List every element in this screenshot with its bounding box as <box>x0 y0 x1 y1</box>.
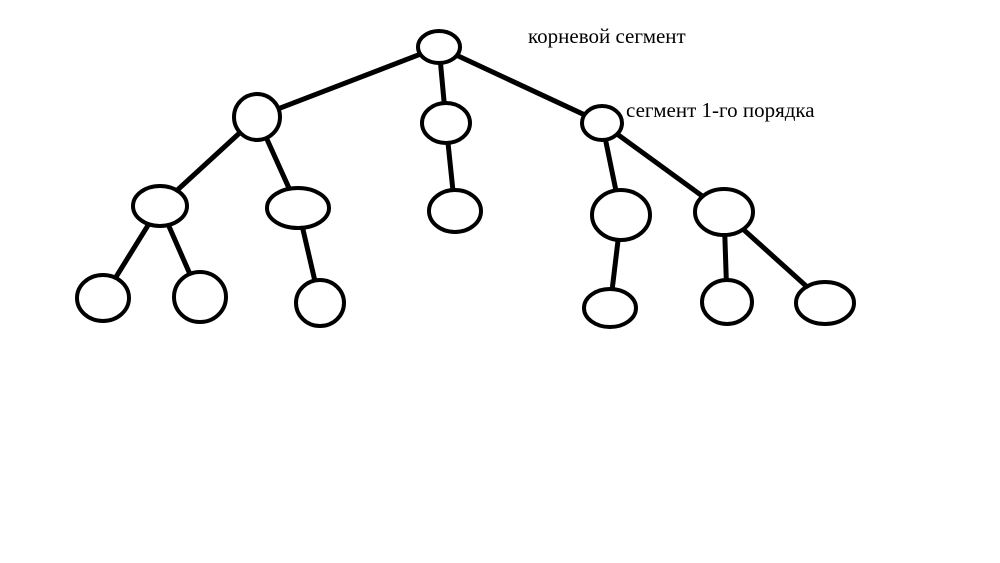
edge-l1-right-to-l2-e <box>614 131 706 199</box>
segment-node-l2-a <box>131 184 189 228</box>
edge-l1-right-to-l2-d <box>603 137 619 193</box>
segment-node-l3-f <box>794 280 856 326</box>
segment-node-l3-b <box>172 270 228 324</box>
segment-node-l1-left <box>232 92 282 142</box>
nodes-layer <box>75 29 856 329</box>
edge-l2-e-to-l3-e <box>722 232 729 283</box>
edge-l2-b-to-l3-c <box>300 225 318 283</box>
segment-node-l3-d <box>582 287 638 329</box>
edge-l2-e-to-l3-f <box>740 226 810 290</box>
segment-node-l2-b <box>265 186 331 230</box>
segment-node-l1-right <box>580 104 624 142</box>
segment-node-l3-a <box>75 273 131 323</box>
edge-l2-d-to-l3-d <box>609 237 621 292</box>
edges-layer <box>113 51 810 292</box>
edge-l1-left-to-l2-a <box>174 130 243 193</box>
first-order-segment-label: сегмент 1-го порядка <box>626 98 815 122</box>
edge-root-to-l1-left <box>276 51 423 112</box>
edge-root-to-l1-right <box>454 52 587 118</box>
segment-node-l2-e <box>693 187 755 237</box>
edge-l1-mid-to-l2-c <box>445 140 456 193</box>
edge-root-to-l1-mid <box>438 60 447 106</box>
segment-node-l1-mid <box>420 101 472 145</box>
edge-l2-a-to-l3-a <box>113 221 152 281</box>
segment-node-root <box>416 29 462 65</box>
segment-node-l3-c <box>294 278 346 328</box>
edge-l2-a-to-l3-b <box>165 222 193 277</box>
segment-node-l3-e <box>700 278 754 326</box>
edge-l1-left-to-l2-b <box>263 135 292 192</box>
root-segment-label: корневой сегмент <box>528 24 686 48</box>
segment-node-l2-d <box>590 188 652 242</box>
segment-node-l2-c <box>427 188 483 234</box>
